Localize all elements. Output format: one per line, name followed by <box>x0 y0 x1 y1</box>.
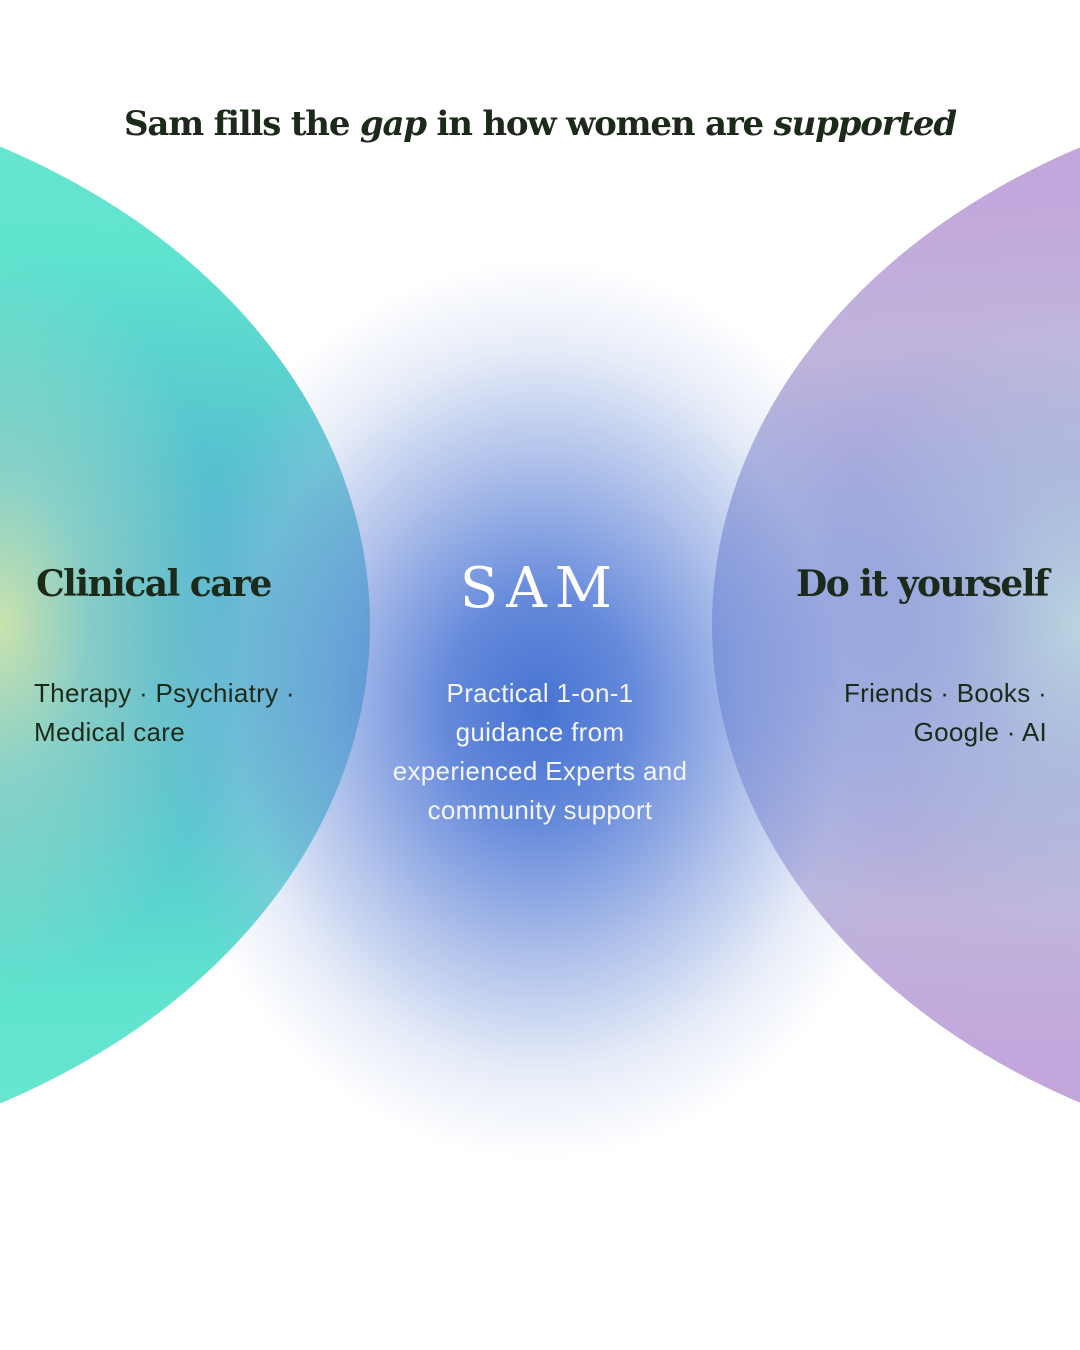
clinical-care-description: Therapy · Psychiatry · Medical care <box>34 678 295 747</box>
clinical-care-title: Clinical care <box>36 563 272 605</box>
headline: Sam fills the gap in how women are suppo… <box>0 104 1080 144</box>
headline-part-1: Sam fills the <box>124 104 360 144</box>
headline-part-2: in how women are <box>425 104 774 144</box>
sam-logo: SAM <box>459 556 621 621</box>
headline-emphasis-gap: gap <box>359 104 427 144</box>
do-it-yourself-description: Friends · Books · Google · AI <box>843 678 1047 747</box>
headline-emphasis-supported: supported <box>773 104 958 144</box>
sam-center-glow <box>160 260 920 1160</box>
do-it-yourself-title: Do it yourself <box>795 563 1050 605</box>
sam-description: Practical 1-on-1 guidance from experienc… <box>392 678 688 825</box>
